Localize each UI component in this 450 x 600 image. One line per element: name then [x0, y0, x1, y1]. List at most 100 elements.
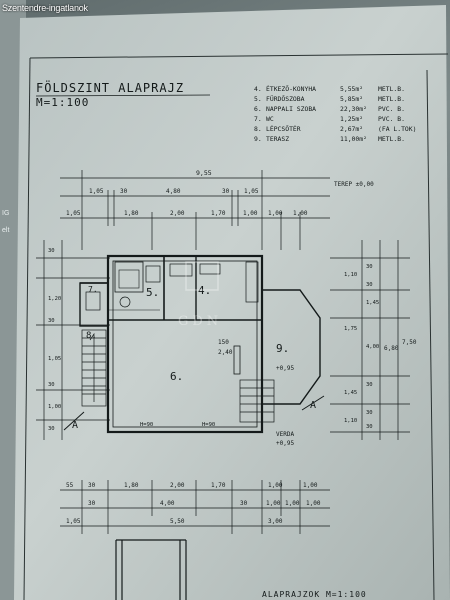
dim-right-inner-4: 4,00 [366, 344, 379, 350]
terrace-level: +0,95 [276, 365, 294, 372]
frame-line-left [23, 57, 31, 600]
terrain-level: TEREP ±0,00 [334, 181, 374, 188]
room-number-5: 5. [146, 286, 159, 299]
section-arrow-right [301, 395, 325, 411]
dim-overall: 9,55 [196, 169, 212, 177]
dim-b2-2: 4,00 [160, 500, 175, 507]
dim-b1-5: 1,70 [211, 482, 226, 489]
left-dimension-chain [36, 240, 110, 440]
room-number-7: 7. [88, 285, 98, 294]
legend-floor-5: (FA L.TOK) [378, 125, 416, 133]
legend-no-6: 9. [254, 135, 262, 143]
dim-left-7: 30 [48, 426, 55, 432]
window-frame [233, 345, 241, 375]
dim-r1-1: 1,05 [89, 188, 104, 195]
dim-left-4: 1,05 [48, 356, 61, 362]
dim-b1-6: 1,00 [268, 482, 283, 489]
dim-r2-2: 1,80 [124, 210, 139, 217]
watermark-text: Szentendre-ingatlanok [2, 3, 88, 13]
bottom-dimension-chains [60, 480, 330, 534]
dim-r1-3: 4,80 [166, 188, 181, 195]
next-drawing-partial [115, 539, 187, 600]
dim-b3-3: 3,00 [268, 518, 283, 525]
dim-right-inner-6: 1,10 [344, 418, 357, 424]
legend-name-6: TERASZ [266, 135, 289, 143]
side-label-2: elt [2, 227, 9, 234]
dim-r2-3: 2,00 [170, 210, 185, 217]
legend-floor-6: METL.B. [378, 135, 405, 143]
room-number-4: 4. [198, 284, 211, 297]
frame-line-top [29, 53, 449, 59]
dim-b2-1: 30 [88, 500, 96, 507]
dim-r2-7: 1,00 [293, 210, 308, 217]
dim-b3-1: 1,05 [66, 518, 81, 525]
stair-mark-2: 2,40 [218, 349, 233, 356]
dim-b1-3: 1,80 [124, 482, 139, 489]
side-label-1: IG [2, 210, 9, 217]
legend-floor-4: PVC. B. [378, 115, 405, 123]
room-number-6: 6. [170, 370, 183, 383]
dim-b1-4: 2,00 [170, 482, 185, 489]
legend-area-5: 2,67m² [340, 125, 363, 133]
dim-b1-7: 1,00 [303, 482, 318, 489]
legend-name-2: FÜRDŐSZOBA [266, 94, 305, 103]
dim-r2-6: 1,00 [268, 210, 283, 217]
legend-no-5: 8. [254, 125, 262, 133]
legend-no-1: 4. [254, 85, 262, 93]
dim-b1-1: 55 [66, 482, 74, 489]
terrace-outline [261, 289, 321, 405]
dim-r2-4: 1,70 [211, 210, 226, 217]
dim-r1-5: 1,05 [244, 188, 259, 195]
dim-b3-2: 5,50 [170, 518, 185, 525]
dim-b2-5: 1,00 [285, 500, 300, 507]
sheet-scale: M=1:100 [36, 96, 89, 109]
dim-left-5: 30 [48, 382, 55, 388]
legend-floor-3: PVC. B. [378, 105, 405, 113]
dim-r2-5: 1,00 [243, 210, 258, 217]
dim-r1-4: 30 [222, 188, 230, 195]
legend-name-4: WC [266, 115, 274, 123]
veranda-label: VERDA [276, 431, 294, 438]
dim-right-mid-3: 30 [366, 382, 373, 388]
gdn-logo: GDN [178, 261, 222, 329]
section-arrow-left [63, 411, 85, 431]
dim-r1-2: 30 [120, 188, 128, 195]
dim-b1-2: 30 [88, 482, 96, 489]
dim-r2-1: 1,05 [66, 210, 81, 217]
legend-name-3: NAPPALI SZOBA [266, 105, 316, 113]
house-walls [79, 254, 264, 434]
dim-left-2: 1,20 [48, 296, 61, 302]
legend-floor-1: METL.B. [378, 85, 405, 93]
dim-left-3: 30 [48, 318, 55, 324]
section-mark-right: A [310, 400, 316, 411]
dim-right-outer-b: 7,50 [402, 339, 417, 346]
dim-right-mid-5: 30 [366, 424, 373, 430]
dim-left-6: 1,00 [48, 404, 61, 410]
stair-mark-1: 150 [218, 339, 229, 346]
legend-area-2: 5,85m² [340, 95, 363, 103]
legend-area-4: 1,25m² [340, 115, 363, 123]
staircase [81, 329, 107, 407]
right-dimension-chains [330, 240, 410, 440]
room-legend: 4. ÉTKEZŐ-KONYHA 5,55m² METL.B. 5. FÜRDŐ… [254, 84, 416, 143]
dim-right-outer-a: 6,80 [384, 345, 399, 352]
entry-steps [239, 379, 275, 423]
legend-area-6: 11,00m² [340, 135, 367, 143]
section-mark-left: A [72, 420, 78, 431]
bottom-sheet-title: ALAPRAJZOK M=1:100 [262, 590, 367, 599]
room-number-8: 8. [86, 331, 97, 341]
opening-mark-2: H=90 [202, 422, 215, 428]
opening-mark-1: H=90 [140, 422, 153, 428]
gdn-logo-text: GDN [178, 314, 222, 329]
dim-right-inner-1: 1,10 [344, 272, 357, 278]
dim-right-inner-5: 1,45 [344, 390, 357, 396]
dim-right-mid-1: 30 [366, 264, 373, 270]
legend-name-1: ÉTKEZŐ-KONYHA [266, 84, 316, 93]
sheet-title: FÖLDSZINT ALAPRAJZ [36, 79, 184, 95]
dim-left-1: 30 [48, 248, 55, 254]
legend-area-3: 22,30m² [340, 105, 367, 113]
frame-line-right [426, 69, 435, 600]
legend-area-1: 5,55m² [340, 85, 363, 93]
